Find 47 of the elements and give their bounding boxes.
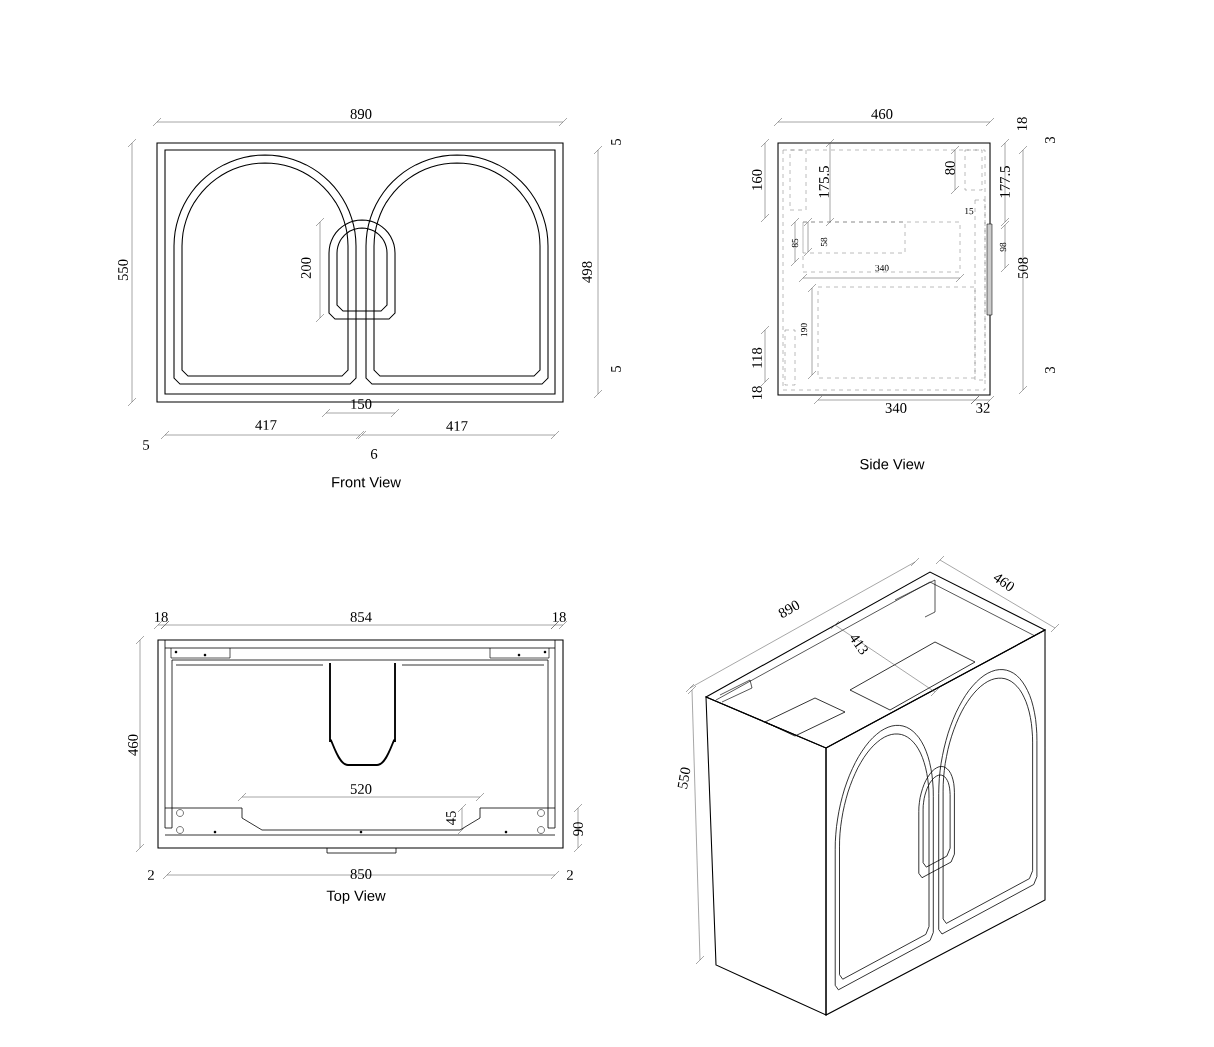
dimension-label: 6 (370, 449, 378, 459)
dimension-label: 5 (611, 138, 621, 145)
dimension-label: 417 (446, 421, 468, 431)
dimension-label: 177.5 (1000, 166, 1010, 198)
dimension-label: 854 (350, 612, 372, 622)
view-title: Front View (332, 476, 401, 488)
dimension-label: 498 (582, 261, 592, 283)
dimension-label: 190 (800, 323, 808, 337)
dimension-label: 85 (791, 238, 799, 248)
dimension-label: 550 (118, 259, 128, 281)
dimension-label: 520 (350, 784, 372, 794)
dimension-label: 2 (567, 870, 573, 880)
dimension-label: 80 (945, 161, 955, 175)
dimension-label: 3 (1045, 366, 1055, 373)
dimension-label: 2 (148, 870, 154, 880)
dimension-label: 460 (128, 734, 138, 756)
dimension-label: 460 (993, 574, 1015, 591)
dimension-label: 45 (446, 811, 456, 826)
dimension-label: 98 (999, 242, 1007, 252)
dimension-label: 3 (1045, 136, 1055, 143)
dimension-label: 32 (976, 403, 990, 413)
dimension-label: 460 (871, 109, 893, 119)
dimension-label: 18 (1017, 117, 1027, 131)
dimension-label: 340 (875, 264, 889, 272)
dimension-label: 18 (552, 612, 566, 622)
dimension-label: 5 (611, 365, 621, 372)
dimension-label: 118 (752, 347, 762, 368)
dimension-label: 200 (301, 257, 311, 279)
dimension-label: 850 (350, 869, 372, 879)
view-title: Top View (326, 890, 386, 904)
dimension-label: 417 (255, 420, 277, 430)
dimension-label: 18 (752, 386, 762, 400)
dimension-label: 508 (1018, 257, 1028, 279)
dimension-label: 890 (350, 109, 372, 119)
dimension-label: 175.5 (819, 166, 829, 198)
dimension-label: 413 (850, 636, 868, 655)
view-title: Side View (860, 458, 925, 470)
dimension-label: 15 (965, 207, 974, 215)
dimension-label: 890 (778, 600, 800, 618)
dimension-label: 5 (143, 440, 150, 450)
dimension-label: 150 (351, 399, 372, 409)
dimension-label: 58 (820, 237, 828, 247)
dimension-label: 90 (573, 822, 583, 836)
dimension-label: 18 (154, 612, 168, 622)
dimension-label: 550 (677, 767, 691, 789)
dimension-label: 340 (885, 403, 907, 413)
dimension-label: 160 (752, 169, 762, 190)
